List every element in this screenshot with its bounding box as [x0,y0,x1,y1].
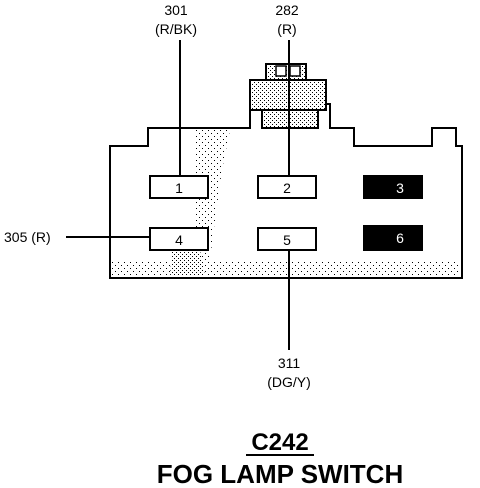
pin-3: 3 [363,175,423,199]
pin-4: 4 [149,227,209,251]
wire-301-circuit: 301 [164,2,188,18]
pin-2-label: 2 [283,180,291,196]
pin-5: 5 [257,227,317,251]
pin-6: 6 [363,225,423,251]
wire-301-color: (R/BK) [155,21,197,37]
pin-1: 1 [149,175,209,199]
connector-code: C242 [251,429,308,456]
wire-282-color: (R) [277,21,296,37]
pin-3-label: 3 [396,180,404,196]
pin-2: 2 [257,175,317,199]
pin-1-label: 1 [175,180,183,196]
pin-6-label: 6 [396,230,404,246]
connector-name: FOG LAMP SWITCH [157,459,404,488]
wire-311-circuit: 311 [278,355,301,371]
pin-4-label: 4 [175,232,183,248]
wire-282-circuit: 282 [275,2,299,18]
wire-305-label: 305 (R) [4,229,51,245]
wire-lines [66,40,290,350]
pin-5-label: 5 [283,232,291,248]
wire-311-color: (DG/Y) [267,374,311,390]
